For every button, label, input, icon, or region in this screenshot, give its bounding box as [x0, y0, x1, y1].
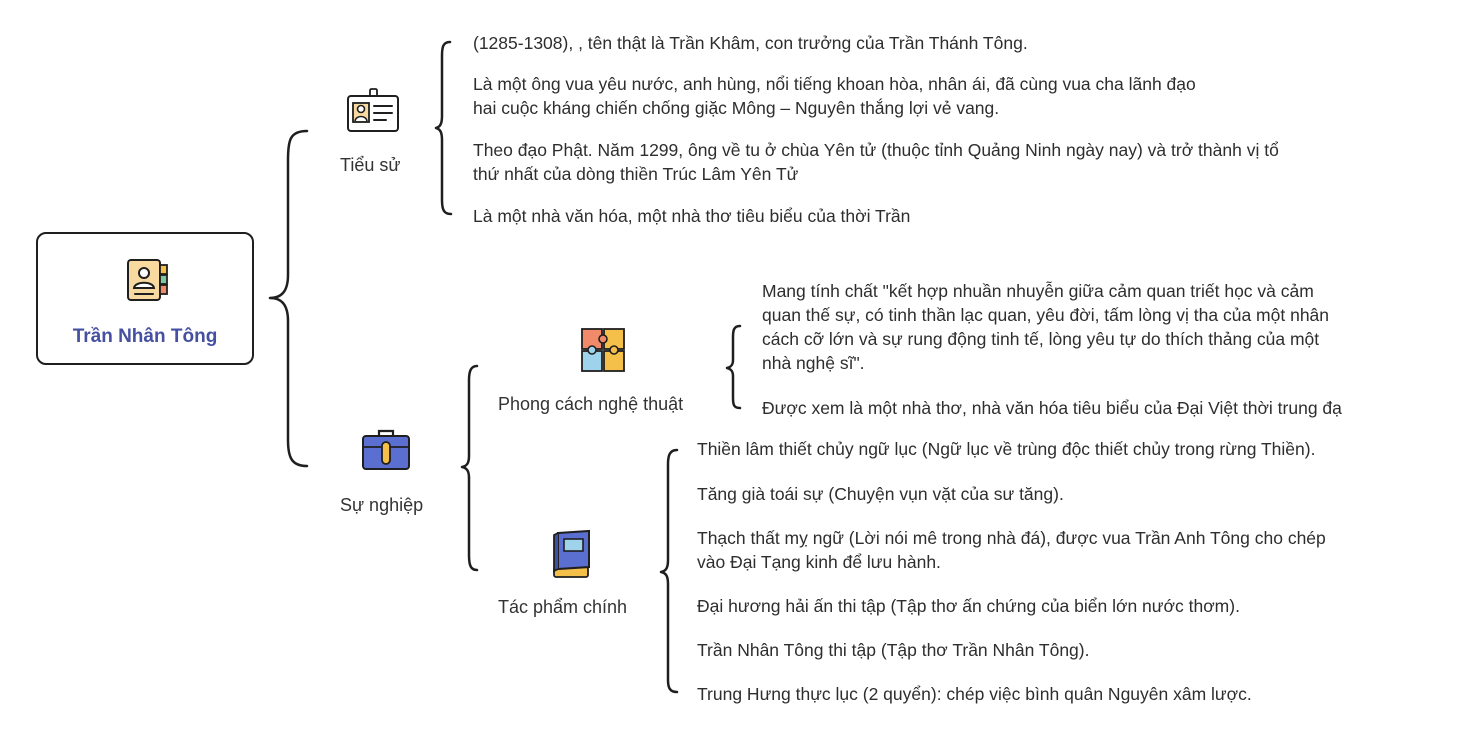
phong-cach-item-2: Được xem là một nhà thơ, nhà văn hóa tiê…	[762, 398, 1342, 418]
tac-pham-item-2: Tăng già toái sự (Chuyện vụn vặt của sư …	[697, 484, 1064, 504]
branch-phong-cach-label[interactable]: Phong cách nghệ thuật	[498, 394, 684, 414]
tac-pham-item-4: Đại hương hải ấn thi tập (Tập thơ ấn chứ…	[697, 596, 1240, 616]
tieu-su-item-3: Theo đạo Phật. Năm 1299, ông về tu ở chù…	[473, 140, 1279, 184]
tac-pham-item-6: Trung Hưng thực lục (2 quyển): chép việc…	[697, 684, 1252, 704]
phong-cach-item-1: Mang tính chất "kết hợp nhuần nhuyễn giữ…	[762, 281, 1330, 373]
tieu-su-item-4: Là một nhà văn hóa, một nhà thơ tiêu biể…	[473, 206, 911, 226]
root-title: Trần Nhân Tông	[72, 326, 218, 347]
root-node[interactable]: Trần Nhân Tông	[36, 232, 254, 365]
tac-pham-item-5: Trần Nhân Tông thi tập (Tập thơ Trần Nhâ…	[697, 640, 1090, 660]
tac-pham-item-3: Thạch thất mỵ ngữ (Lời nói mê trong nhà …	[697, 528, 1326, 572]
id-badge-icon	[347, 88, 399, 132]
tieu-su-item-2: Là một ông vua yêu nước, anh hùng, nổi t…	[473, 74, 1196, 118]
branch-tac-pham-label[interactable]: Tác phẩm chính	[498, 597, 628, 617]
branch-su-nghiep-label[interactable]: Sự nghiệp	[340, 495, 424, 515]
book-icon	[553, 529, 590, 578]
tieu-su-item-1: (1285-1308), , tên thật là Trần Khâm, co…	[473, 33, 1028, 53]
briefcase-icon	[362, 429, 410, 470]
puzzle-icon	[581, 328, 625, 372]
branch-tieu-su-label[interactable]: Tiểu sử	[340, 155, 401, 175]
contact-book-icon	[127, 259, 168, 301]
tac-pham-item-1: Thiền lâm thiết chủy ngữ lục (Ngữ lục về…	[697, 439, 1316, 459]
